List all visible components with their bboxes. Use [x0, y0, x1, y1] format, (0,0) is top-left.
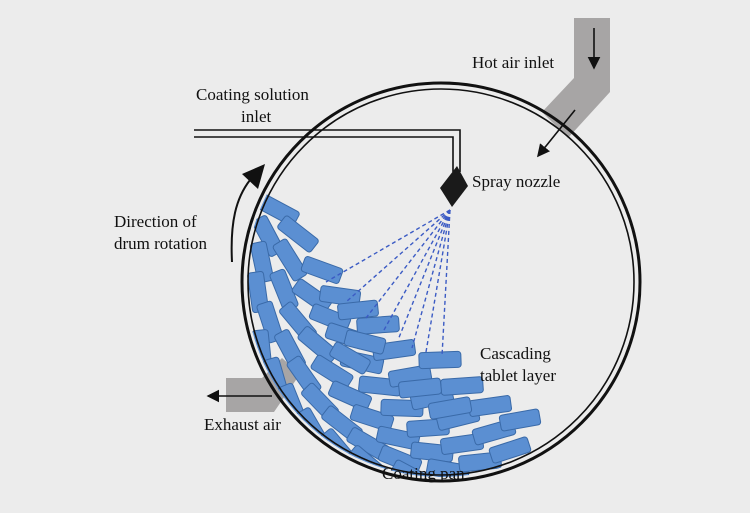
- tablet: [398, 377, 442, 399]
- spray-nozzle-icon: [440, 166, 468, 207]
- diagonal-arrow-icon: [536, 109, 576, 158]
- spray-line: [325, 209, 451, 283]
- spray-nozzle-label: Spray nozzle: [472, 172, 560, 191]
- direction-label-line1: Direction of: [114, 212, 197, 231]
- direction-label-line2: drum rotation: [114, 234, 208, 253]
- tablet: [328, 380, 372, 412]
- spray-line: [411, 209, 451, 349]
- tablet: [418, 350, 462, 370]
- cascading-label-line2: tablet layer: [480, 366, 556, 385]
- exhaust-air-label: Exhaust air: [204, 415, 281, 434]
- tablet: [343, 329, 387, 355]
- tablet: [277, 215, 319, 253]
- tablet: [310, 354, 354, 390]
- tablet: [440, 376, 484, 396]
- tablet: [300, 255, 344, 285]
- tablet: [329, 341, 371, 375]
- spray-line: [345, 209, 451, 303]
- spray-line: [383, 209, 451, 331]
- coating-solution-pipe: [194, 129, 461, 172]
- tablet: [349, 404, 395, 432]
- rotation-arrow-icon: [242, 164, 265, 189]
- rotation-arrow-shaft: [230, 179, 251, 263]
- tablet-bed: [247, 193, 542, 477]
- spray-line: [365, 209, 451, 319]
- tablet: [291, 278, 333, 314]
- coating-solution-label-line1: Coating solution: [196, 85, 309, 104]
- spray-line: [425, 209, 451, 353]
- tablet: [498, 408, 542, 432]
- spray-line: [397, 209, 451, 341]
- coating-solution-label-line2: inlet: [241, 107, 271, 126]
- coating-pan-label: Coating pan: [382, 464, 465, 483]
- hot-air-inlet-duct: [536, 18, 610, 158]
- tablet: [488, 436, 532, 464]
- spray-pattern: [325, 209, 451, 357]
- spray-line: [441, 209, 451, 357]
- coating-drum: [240, 81, 642, 483]
- hot-air-inlet-label: Hot air inlet: [472, 53, 554, 72]
- tablet: [308, 303, 352, 333]
- cascading-label-line1: Cascading: [480, 344, 551, 363]
- tablet: [356, 315, 400, 335]
- tablet: [427, 396, 473, 420]
- tablet: [467, 395, 513, 417]
- tablet: [272, 238, 308, 282]
